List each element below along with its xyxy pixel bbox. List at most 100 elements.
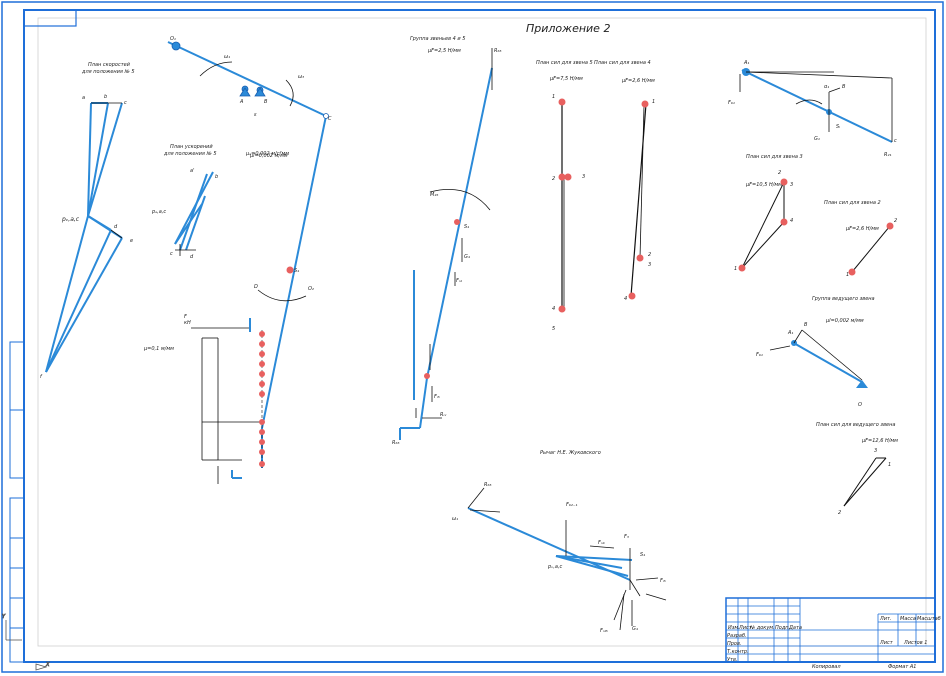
svg-text:A: A bbox=[239, 99, 244, 105]
svg-text:ω₃: ω₃ bbox=[298, 74, 304, 80]
svg-text:S₄: S₄ bbox=[464, 224, 469, 230]
svg-text:1: 1 bbox=[652, 99, 655, 105]
svg-text:Y: Y bbox=[2, 614, 6, 620]
svg-text:S₄: S₄ bbox=[640, 552, 645, 558]
svg-text:a: a bbox=[82, 95, 85, 101]
svg-text:Fᵢ₄ᵢ: Fᵢ₄ᵢ bbox=[598, 540, 605, 546]
svg-text:Лист: Лист bbox=[879, 640, 894, 646]
svg-text:X: X bbox=[45, 662, 50, 668]
svg-text:Rₙᵢ: Rₙᵢ bbox=[440, 412, 446, 418]
svg-text:d: d bbox=[190, 254, 194, 260]
svg-text:c: c bbox=[894, 138, 897, 144]
svg-text:S₄: S₄ bbox=[294, 268, 299, 274]
svg-text:B: B bbox=[804, 322, 808, 328]
svg-text:2: 2 bbox=[838, 510, 841, 516]
svg-text:Разраб.: Разраб. bbox=[727, 633, 747, 639]
stamp-corner bbox=[23, 9, 77, 27]
svg-text:2: 2 bbox=[552, 176, 555, 182]
svg-text:Fᵢ₅: Fᵢ₅ bbox=[434, 394, 440, 400]
svg-text:Группа ведущего звена: Группа ведущего звена bbox=[812, 296, 875, 302]
velocity-plan-pos5: План скоростей для положения № 5 pᵥ,a,c … bbox=[40, 62, 135, 380]
svg-text:O₁: O₁ bbox=[170, 36, 176, 42]
svg-text:для положения № 5: для положения № 5 bbox=[163, 151, 217, 157]
svg-text:Fᵢ₄₅: Fᵢ₄₅ bbox=[600, 628, 608, 634]
svg-text:План сил для звена 3: План сил для звена 3 bbox=[746, 154, 803, 160]
svg-text:План ускорений: План ускорений bbox=[170, 144, 213, 150]
svg-text:2: 2 bbox=[648, 252, 651, 258]
svg-text:O: O bbox=[858, 402, 862, 408]
svg-text:План сил для звена 4: План сил для звена 4 bbox=[594, 60, 651, 66]
svg-text:O₂: O₂ bbox=[308, 286, 314, 292]
svg-text:μl=0,002 м/мм: μl=0,002 м/мм bbox=[825, 318, 864, 324]
svg-text:c: c bbox=[170, 251, 173, 257]
svg-text:3: 3 bbox=[582, 174, 585, 180]
svg-text:Масса: Масса bbox=[900, 616, 916, 622]
svg-text:G₁: G₁ bbox=[814, 136, 820, 142]
svg-text:α₁: α₁ bbox=[824, 84, 829, 90]
svg-text:pₐ,a,c: pₐ,a,c bbox=[151, 209, 166, 215]
svg-text:План сил для звена 2: План сил для звена 2 bbox=[824, 200, 881, 206]
svg-text:3: 3 bbox=[648, 262, 651, 268]
svg-text:M₄₅: M₄₅ bbox=[430, 192, 438, 198]
svg-text:f: f bbox=[40, 374, 43, 380]
drawing-area bbox=[37, 17, 927, 647]
mechanism: O₁ ω₁ A B ω₃ ε C μl=0,002 м/мм S₄ D O₂ bbox=[167, 36, 332, 468]
svg-text:Fᵢ₄: Fᵢ₄ bbox=[456, 278, 462, 284]
svg-text:Листов 1: Листов 1 bbox=[903, 640, 927, 646]
svg-text:Лит.: Лит. bbox=[879, 616, 892, 622]
svg-text:μₐ=0,002 м/с²мм: μₐ=0,002 м/с²мм bbox=[245, 151, 289, 157]
svg-text:F: F bbox=[184, 314, 187, 320]
force-plan-link4: План сил для звена 4 μF=2,6 Н/мм 12 34 bbox=[594, 60, 655, 302]
svg-text:Группа звеньев 4 и 5: Группа звеньев 4 и 5 bbox=[410, 36, 465, 42]
svg-text:3: 3 bbox=[790, 182, 793, 188]
svg-text:Изм.: Изм. bbox=[728, 625, 740, 631]
svg-text:Т.контр.: Т.контр. bbox=[727, 649, 749, 655]
svg-text:5: 5 bbox=[552, 326, 555, 332]
svg-text:Пров.: Пров. bbox=[727, 641, 742, 647]
svg-text:B: B bbox=[842, 84, 846, 90]
svg-text:F₆₁: F₆₁ bbox=[756, 352, 763, 358]
svg-text:μF=10,5 Н/мм: μF=10,5 Н/мм bbox=[745, 182, 782, 188]
svg-text:F₃: F₃ bbox=[624, 534, 629, 540]
svg-text:pᵥ,a,c: pᵥ,a,c bbox=[547, 564, 563, 570]
svg-text:ω₁: ω₁ bbox=[452, 516, 458, 522]
svg-text:A₁: A₁ bbox=[787, 330, 793, 336]
svg-text:R₆₅: R₆₅ bbox=[392, 440, 399, 446]
svg-text:Масштаб: Масштаб bbox=[917, 616, 941, 622]
svg-text:План сил для ведущего звена: План сил для ведущего звена bbox=[816, 422, 895, 428]
svg-text:F₆₁: F₆₁ bbox=[728, 100, 735, 106]
svg-text:ω₁: ω₁ bbox=[224, 54, 230, 60]
svg-text:Утв.: Утв. bbox=[727, 657, 738, 663]
svg-text:μF=2,6 Н/мм: μF=2,6 Н/мм bbox=[845, 226, 879, 232]
svg-text:pᵥ,a,c: pᵥ,a,c bbox=[61, 216, 80, 223]
svg-text:кН: кН bbox=[184, 320, 191, 326]
svg-text:G₄: G₄ bbox=[632, 626, 638, 632]
svg-text:Лист: Лист bbox=[738, 625, 753, 631]
svg-text:μF=12,6 Н/мм: μF=12,6 Н/мм bbox=[861, 438, 898, 444]
leading-link-group: Группа ведущего звена μl=0,002 м/мм A₁B … bbox=[756, 296, 875, 408]
svg-text:a': a' bbox=[190, 168, 194, 174]
force-plan-link3: План сил для звена 3 μF=10,5 Н/мм 23 41 bbox=[734, 154, 803, 272]
svg-text:μF=7,5 Н/мм: μF=7,5 Н/мм bbox=[549, 76, 583, 82]
svg-text:№ докум.: № докум. bbox=[749, 625, 775, 631]
force-plan-link2: План сил для звена 2 μF=2,6 Н/мм 21 bbox=[824, 200, 897, 278]
svg-text:1: 1 bbox=[552, 94, 555, 100]
svg-text:Fᵢ₅: Fᵢ₅ bbox=[660, 578, 666, 584]
svg-text:Копировал: Копировал bbox=[812, 664, 841, 670]
svg-text:C: C bbox=[328, 116, 332, 122]
svg-text:B: B bbox=[264, 99, 268, 105]
svg-text:Дата: Дата bbox=[788, 625, 802, 631]
svg-text:b: b bbox=[104, 94, 107, 100]
svg-text:μF=2,5 Н/мм: μF=2,5 Н/мм bbox=[427, 48, 461, 54]
svg-text:G₄: G₄ bbox=[464, 254, 470, 260]
svg-text:Подп.: Подп. bbox=[775, 625, 790, 631]
svg-text:Sₗ: Sₗ bbox=[836, 124, 840, 130]
svg-text:e: e bbox=[130, 238, 133, 244]
svg-text:A₁: A₁ bbox=[743, 60, 749, 66]
group-links-4-5: Группа звеньев 4 и 5 μF=2,5 Н/мм R₆₅M₄₅ … bbox=[392, 36, 501, 446]
